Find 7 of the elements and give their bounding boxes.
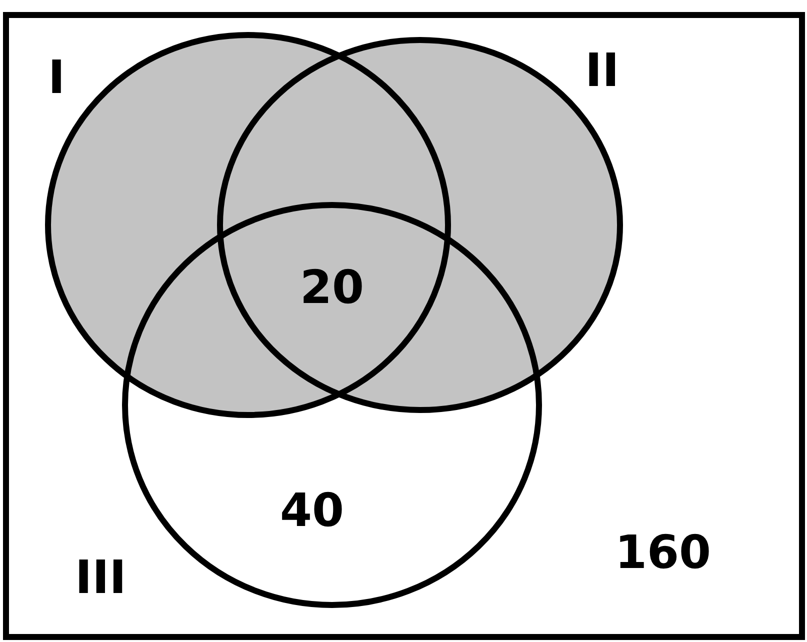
region-count: 40 — [280, 485, 344, 535]
set-label: II — [585, 45, 620, 95]
set-label: I — [48, 52, 66, 102]
region-count: 20 — [300, 262, 364, 312]
universal-set-box — [3, 12, 805, 640]
region-count: 160 — [615, 527, 712, 577]
set-label: III — [75, 552, 126, 602]
